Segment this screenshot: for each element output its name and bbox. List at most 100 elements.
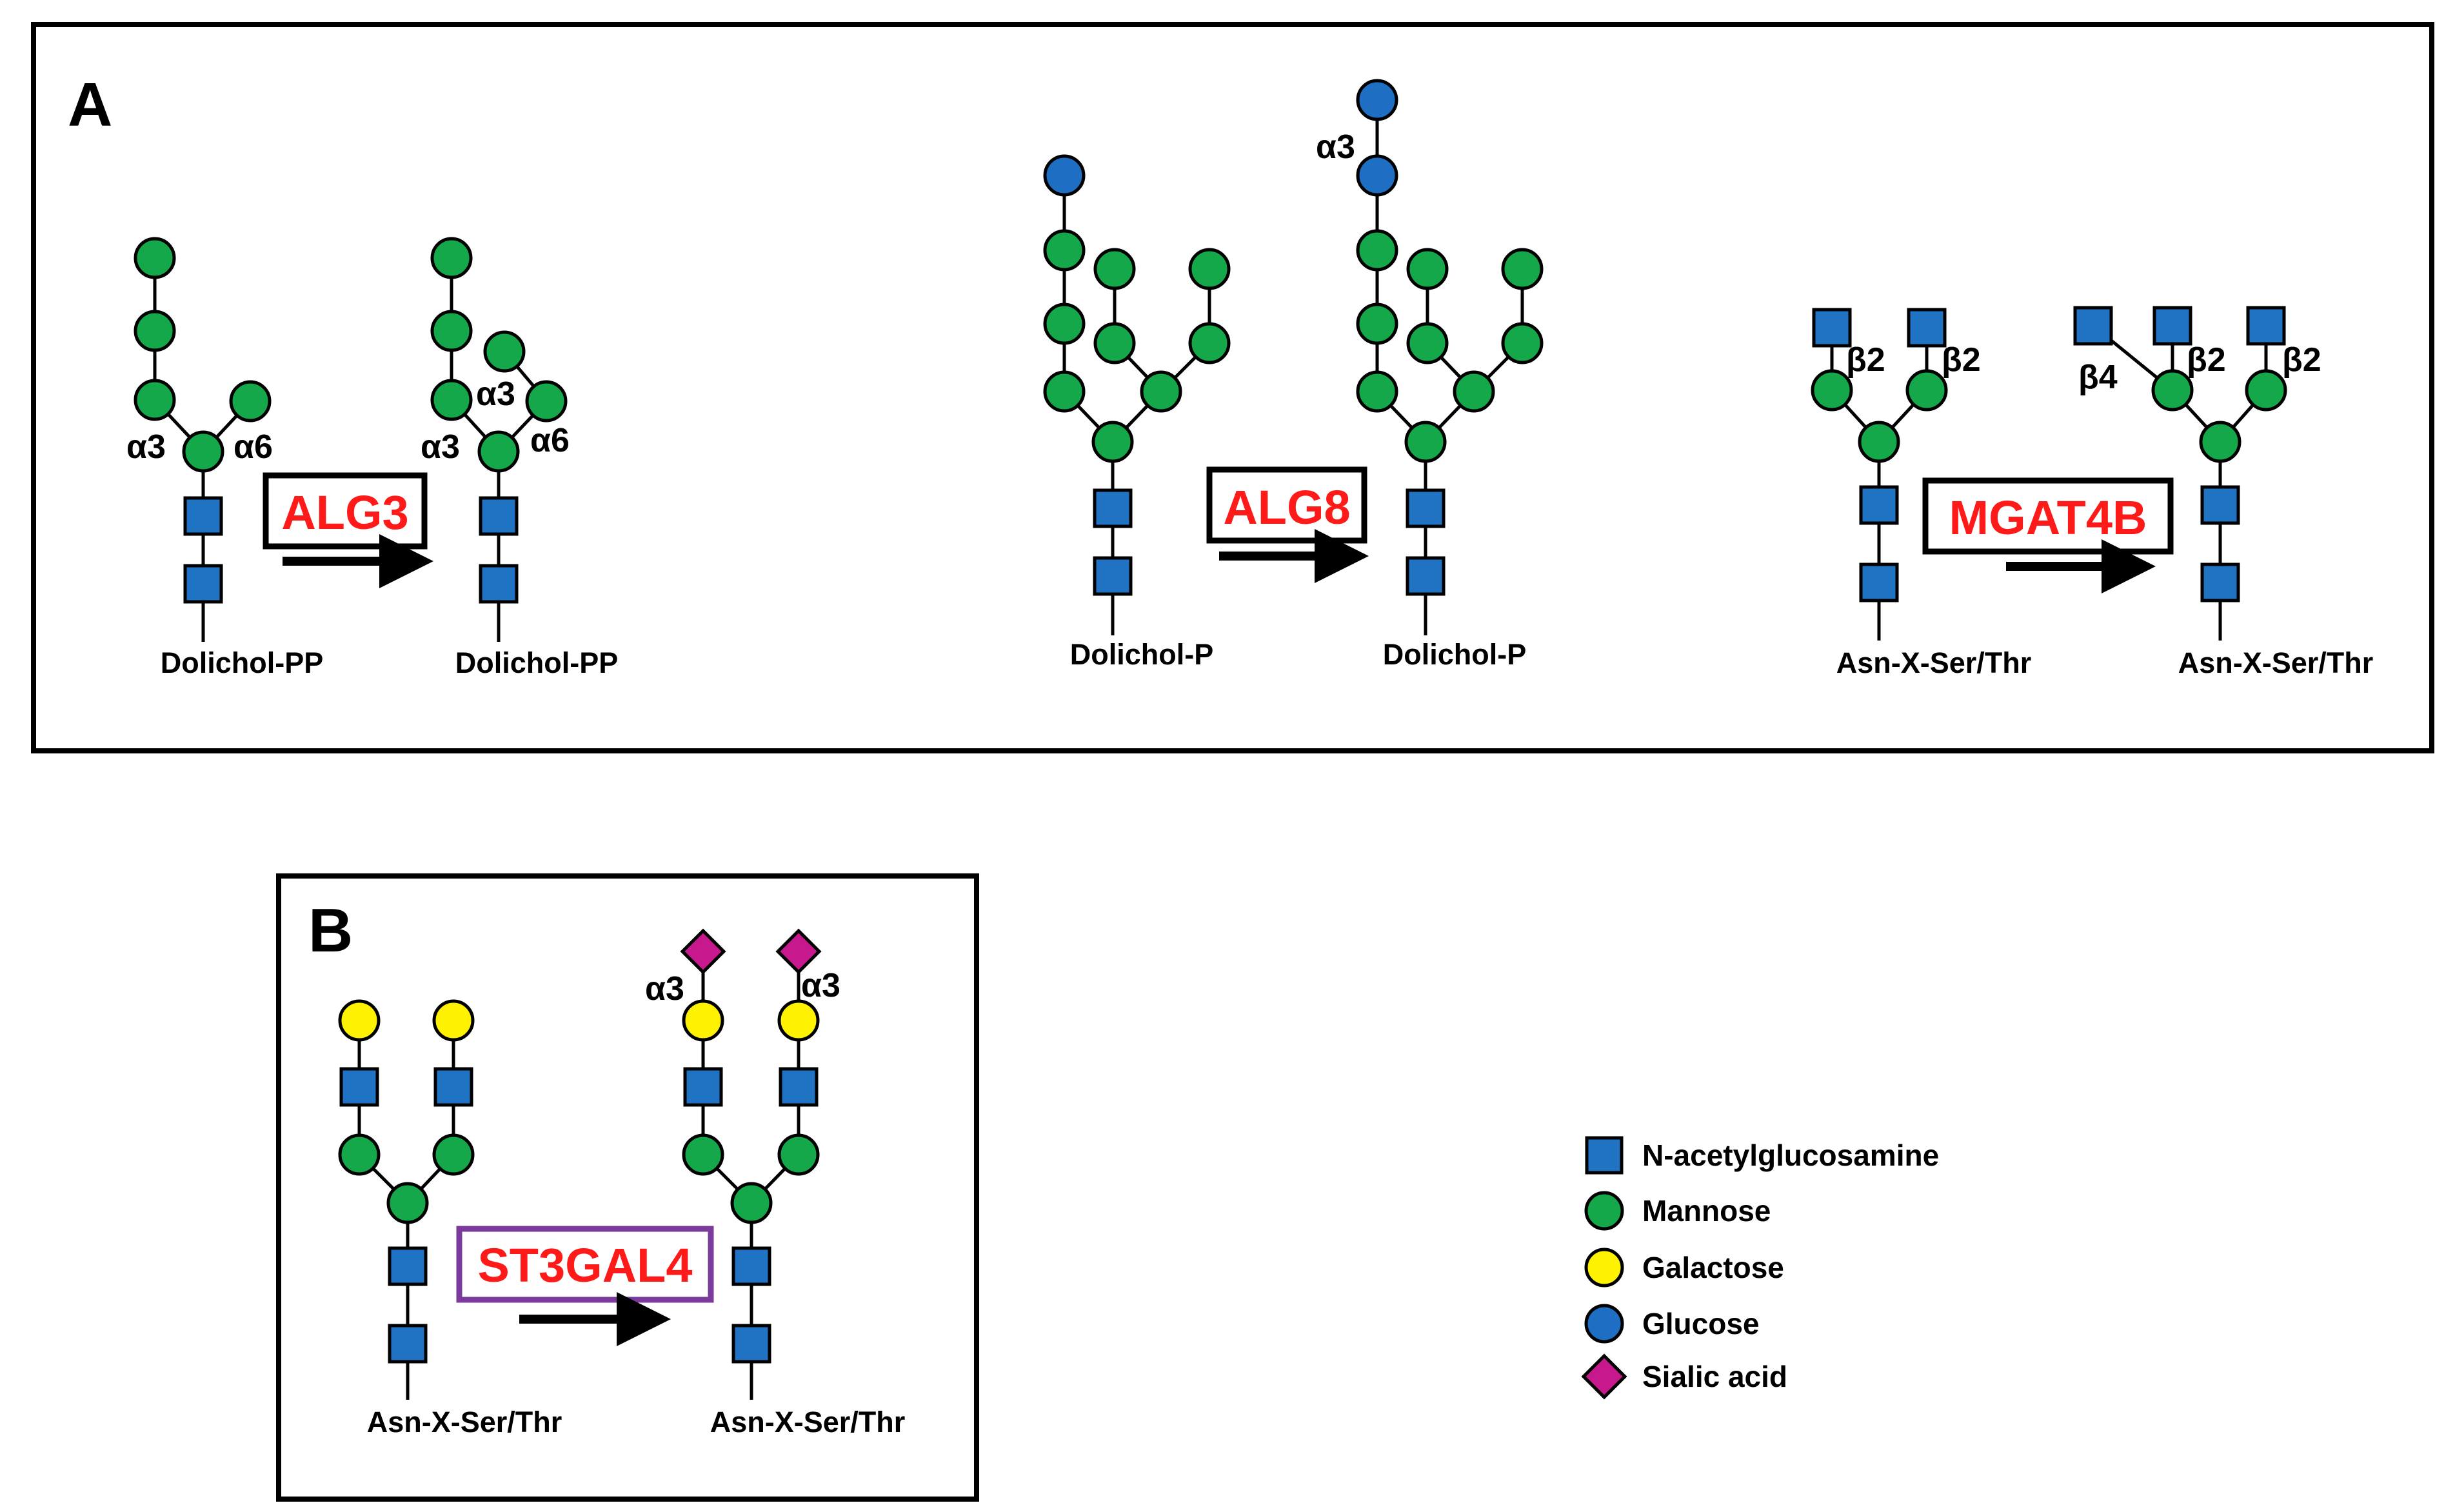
alg3-product-c-mannose-circle <box>477 430 520 473</box>
alg8-substrate-glc1-glucose-circle <box>1043 154 1086 197</box>
alg8-product-r5-mannose-circle <box>1501 248 1544 290</box>
legend-sialic-acid-label: Sialic acid <box>1642 1360 1787 1393</box>
alg3-substrate-c-mannose-circle <box>182 430 224 473</box>
legend-galactose-label: Galactose <box>1642 1251 1784 1284</box>
st3gal4-product-c-mannose-circle <box>730 1182 773 1224</box>
alg8-substrate-r4-mannose-circle <box>1188 322 1231 364</box>
mgat4b-product-link-beta2-left: β2 <box>2187 341 2226 379</box>
alg3-substrate-l1-mannose-circle <box>134 379 176 421</box>
alg8-product-link-alpha3: α3 <box>1316 128 1355 166</box>
st3gal4-product-g1-glcnac-square <box>731 1324 771 1364</box>
st3gal4-product-r3-galactose-circle <box>777 999 820 1042</box>
alg8-enzyme-label: ALG8 <box>1223 481 1350 534</box>
alg8-product-base-label: Dolichol-P <box>1383 638 1527 671</box>
st3gal4-substrate-c-mannose-circle <box>386 1182 429 1224</box>
mgat4b-product-l1-mannose-circle <box>2151 369 2194 412</box>
alg3-product-base-label: Dolichol-PP <box>455 646 619 679</box>
mgat4b-enzyme-step: MGAT4B <box>1922 477 2174 593</box>
mgat4b-substrate-link-beta2-left: β2 <box>1846 341 1885 379</box>
mgat4b-product-lg-glcnac-square <box>2152 306 2192 346</box>
alg3-product-r1-mannose-circle <box>525 380 568 423</box>
mgat4b-product-g1-glcnac-square <box>2200 562 2240 602</box>
alg8-substrate-g1-glcnac-square <box>1093 556 1133 596</box>
alg3-product-link-alpha6: α6 <box>530 422 570 459</box>
st3gal4-substrate-r2-glcnac-square <box>433 1067 473 1107</box>
st3gal4-product-l3-galactose-circle <box>682 999 724 1042</box>
st3gal4-enzyme-step: ST3GAL4 <box>456 1226 714 1346</box>
alg3-product-link-alpha3-branch: α3 <box>421 428 460 466</box>
alg3-substrate-l2-mannose-circle <box>134 310 176 352</box>
legend-glcnac-label: N-acetylglucosamine <box>1642 1139 1939 1172</box>
alg8-substrate-l2-mannose-circle <box>1043 303 1086 345</box>
alg8-substrate-c-mannose-circle <box>1091 421 1134 463</box>
alg3-substrate-r1-mannose-circle <box>229 380 272 423</box>
alg3-substrate-base-label: Dolichol-PP <box>161 646 324 679</box>
alg8-product-l2-mannose-circle <box>1356 303 1398 345</box>
st3gal4-product-r2-glcnac-square <box>779 1067 819 1107</box>
legend-mannose-icon <box>1584 1191 1624 1231</box>
alg3-product-l3-mannose-circle <box>430 237 473 279</box>
st3gal4-substrate-g2-glcnac-square <box>388 1246 428 1286</box>
legend-sialic-acid-icon <box>1581 1353 1627 1400</box>
mgat4b-substrate-rg-glcnac-square <box>1907 308 1947 348</box>
alg8-product-glc1-glucose-circle <box>1356 154 1398 197</box>
alg8-substrate-r2-mannose-circle <box>1093 322 1136 364</box>
alg8-product-r4-mannose-circle <box>1501 322 1544 364</box>
st3gal4-substrate-r1-mannose-circle <box>432 1133 475 1176</box>
alg3-product-g2-glcnac-square <box>479 496 519 536</box>
st3gal4-product-l4-sialic-acid-diamond <box>680 928 726 975</box>
alg8-substrate-r1-mannose-circle <box>1140 370 1182 413</box>
legend-mannose-label: Mannose <box>1642 1194 1771 1228</box>
panel-a-frame <box>31 22 2434 753</box>
alg3-substrate-link-alpha6: α6 <box>234 428 273 466</box>
st3gal4-substrate-base-label: Asn-X-Ser/Thr <box>367 1406 562 1438</box>
mgat4b-enzyme-label: MGAT4B <box>1949 491 2147 544</box>
alg3-substrate-g1-glcnac-square <box>183 564 223 604</box>
legend-glcnac-icon <box>1585 1136 1624 1175</box>
st3gal4-substrate-r3-galactose-circle <box>432 999 475 1042</box>
alg8-substrate-base-label: Dolichol-P <box>1070 638 1214 671</box>
legend-glucose-icon <box>1584 1304 1624 1344</box>
alg8-substrate-g2-glcnac-square <box>1093 488 1133 528</box>
alg3-product-r2-mannose-circle <box>483 330 526 373</box>
mgat4b-substrate-base-label: Asn-X-Ser/Thr <box>1836 646 2032 679</box>
st3gal4-product-link-alpha3-left: α3 <box>645 970 684 1008</box>
glycan-residues <box>134 79 2287 1364</box>
alg8-substrate-r5-mannose-circle <box>1188 248 1231 290</box>
alg8-product-glc2-glucose-circle <box>1356 79 1398 121</box>
mgat4b-product-g2-glcnac-square <box>2200 485 2240 525</box>
alg3-enzyme-label: ALG3 <box>281 486 408 539</box>
alg8-substrate-l3-mannose-circle <box>1043 229 1086 272</box>
st3gal4-product-l1-mannose-circle <box>682 1133 724 1176</box>
mgat4b-product-link-beta4: β4 <box>2078 359 2118 396</box>
alg3-product-g1-glcnac-square <box>479 564 519 604</box>
mgat4b-substrate-r1-mannose-circle <box>1905 369 1948 412</box>
alg8-product-g1-glcnac-square <box>1406 556 1446 596</box>
mgat4b-substrate-l1-mannose-circle <box>1811 369 1853 412</box>
alg8-product-g2-glcnac-square <box>1406 488 1446 528</box>
alg8-enzyme-box <box>1206 466 1367 544</box>
st3gal4-product-link-alpha3-right: α3 <box>801 967 840 1004</box>
alg8-product-r3-mannose-circle <box>1406 248 1449 290</box>
st3gal4-substrate-l3-galactose-circle <box>338 999 381 1042</box>
st3gal4-product-r1-mannose-circle <box>777 1133 820 1176</box>
panel-b-letter: B <box>308 896 353 965</box>
mgat4b-substrate-g2-glcnac-square <box>1859 485 1899 525</box>
panel-a-letter: A <box>68 70 112 139</box>
mgat4b-product-link-beta2-right: β2 <box>2282 341 2321 379</box>
mgat4b-product-r1-mannose-circle <box>2245 369 2287 412</box>
alg8-substrate-l1-mannose-circle <box>1043 370 1086 413</box>
alg8-product-r2-mannose-circle <box>1406 322 1449 364</box>
legend: N-acetylglucosamine Mannose Galactose Gl… <box>1581 1136 1939 1400</box>
st3gal4-substrate-g1-glcnac-square <box>388 1324 428 1364</box>
mgat4b-substrate-g1-glcnac-square <box>1859 562 1899 602</box>
alg3-substrate-link-alpha3: α3 <box>126 428 166 466</box>
mgat4b-product-base-label: Asn-X-Ser/Thr <box>2178 646 2374 679</box>
alg3-substrate-l3-mannose-circle <box>134 237 176 279</box>
alg3-product-link-alpha3-new: α3 <box>476 375 515 413</box>
alg3-product-l1-mannose-circle <box>430 379 473 421</box>
mgat4b-product-rg-glcnac-square <box>2246 306 2286 346</box>
st3gal4-product-r4-sialic-acid-diamond <box>775 928 822 975</box>
alg8-substrate-r3-mannose-circle <box>1093 248 1136 290</box>
